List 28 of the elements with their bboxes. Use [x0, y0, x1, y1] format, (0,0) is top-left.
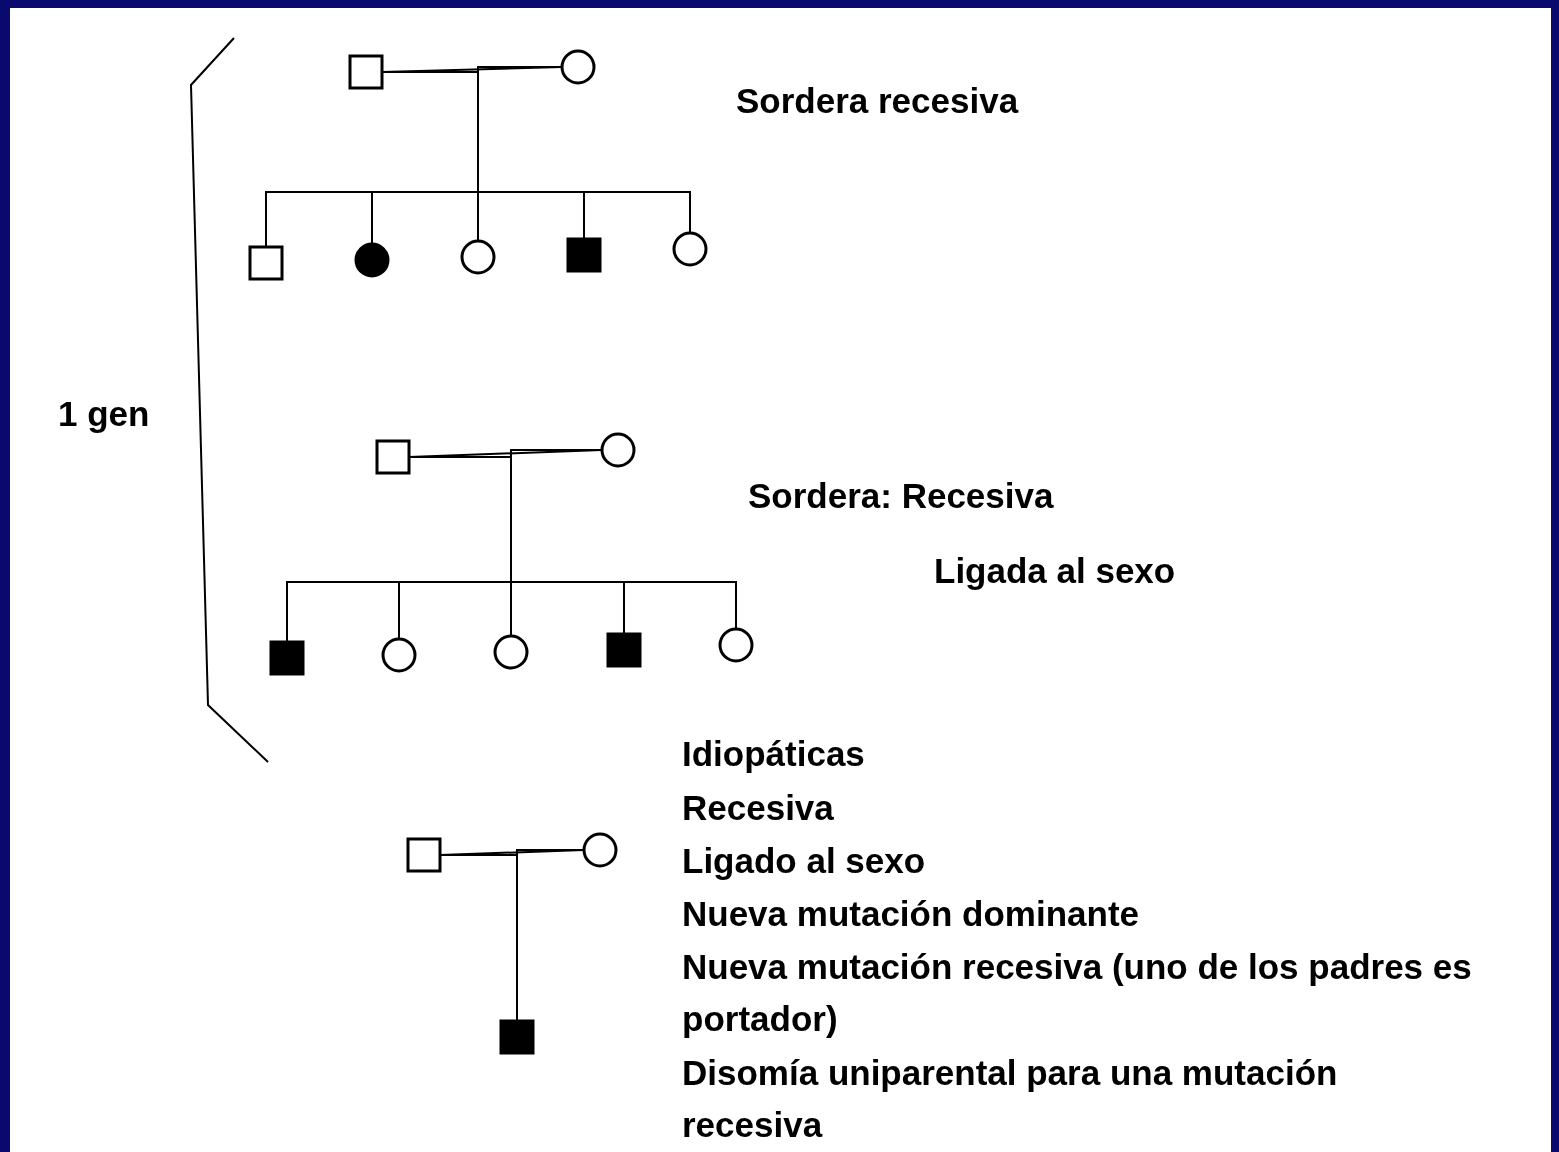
generation-label: 1 gen [58, 393, 150, 435]
female-symbol [460, 239, 496, 275]
female-affected-symbol [354, 242, 390, 278]
female-symbol [582, 832, 618, 868]
male-affected-symbol [566, 237, 602, 273]
list-item: Nueva mutación recesiva (uno de los padres es portador) [682, 946, 1473, 1040]
subheading: Ligada al sexo [934, 550, 1176, 592]
male-symbol [406, 837, 442, 873]
female-symbol [560, 49, 596, 85]
female-symbol [600, 432, 636, 468]
list-item: Recesiva [682, 787, 835, 829]
female-symbol [493, 634, 529, 670]
list-item: Disomía uniparental para una mutación recesiva [682, 1052, 1339, 1146]
heading: Sordera recesiva [736, 80, 1019, 122]
male-affected-symbol [269, 640, 305, 676]
female-symbol [381, 637, 417, 673]
list-item: Idiopáticas [682, 733, 866, 775]
male-symbol [375, 439, 411, 475]
female-symbol [672, 231, 708, 267]
list-item: Nueva mutación dominante [682, 893, 1141, 935]
male-symbol [348, 54, 384, 90]
male-affected-symbol [499, 1019, 535, 1055]
descent-line [516, 849, 585, 1022]
female-symbol [718, 627, 754, 663]
heading: Sordera: Recesiva [748, 475, 1054, 517]
male-symbol [248, 245, 284, 281]
male-affected-symbol [606, 632, 642, 668]
list-item: Ligado al sexo [682, 840, 927, 882]
